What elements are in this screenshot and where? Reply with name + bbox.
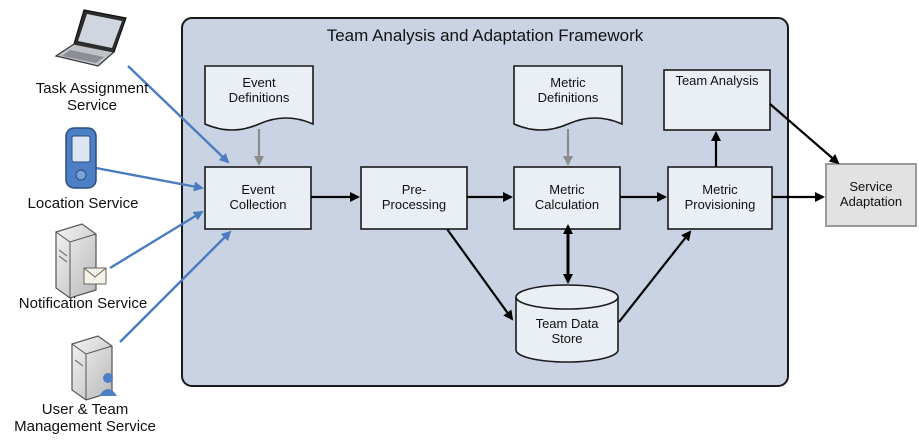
location-arrow bbox=[95, 166, 204, 192]
pre-processing-box bbox=[360, 166, 468, 230]
metric-provisioning-label: Metric Provisioning bbox=[684, 182, 756, 212]
user-team-arrow bbox=[119, 230, 232, 343]
notification-service-label: Notification Service bbox=[18, 295, 148, 312]
server-icon bbox=[55, 223, 107, 299]
user-team-management-service-label: User & Team Management Service bbox=[14, 401, 156, 436]
pre-processing-label: Pre- Processing bbox=[381, 182, 447, 212]
preprocessing-to-store-arrow bbox=[446, 228, 514, 321]
team-analysis-box bbox=[663, 69, 771, 131]
laptop-icon bbox=[54, 9, 127, 67]
team-data-store-cylinder bbox=[515, 284, 619, 363]
metric-definitions-document bbox=[513, 65, 623, 131]
metric-calculation-label: Metric Calculation bbox=[534, 182, 600, 212]
service-adaptation-box bbox=[825, 163, 917, 227]
team-data-store-label: Team Data Store bbox=[535, 316, 599, 346]
task-assignment-arrow bbox=[127, 65, 230, 164]
framework-title: Team Analysis and Adaptation Framework bbox=[326, 26, 644, 45]
metric-definitions-label: Metric Definitions bbox=[537, 75, 599, 105]
event-definitions-label: Event Definitions bbox=[228, 75, 290, 105]
server-user-icon bbox=[71, 335, 117, 401]
event-definitions-document bbox=[204, 65, 314, 131]
team-analysis-label: Team Analysis bbox=[675, 73, 759, 88]
metric-calculation-box bbox=[513, 166, 621, 230]
location-service-label: Location Service bbox=[27, 195, 139, 212]
event-collection-label: Event Collection bbox=[229, 182, 287, 212]
team-analysis-to-adaptation-arrow bbox=[769, 103, 840, 165]
store-to-provisioning-arrow bbox=[618, 230, 692, 323]
pda-icon bbox=[65, 127, 97, 189]
task-assignment-service-label: Task Assignment Service bbox=[35, 80, 149, 115]
notification-arrow bbox=[109, 210, 204, 270]
service-adaptation-label: Service Adaptation bbox=[839, 179, 903, 209]
framework-container bbox=[181, 17, 789, 387]
event-collection-box bbox=[204, 166, 312, 230]
